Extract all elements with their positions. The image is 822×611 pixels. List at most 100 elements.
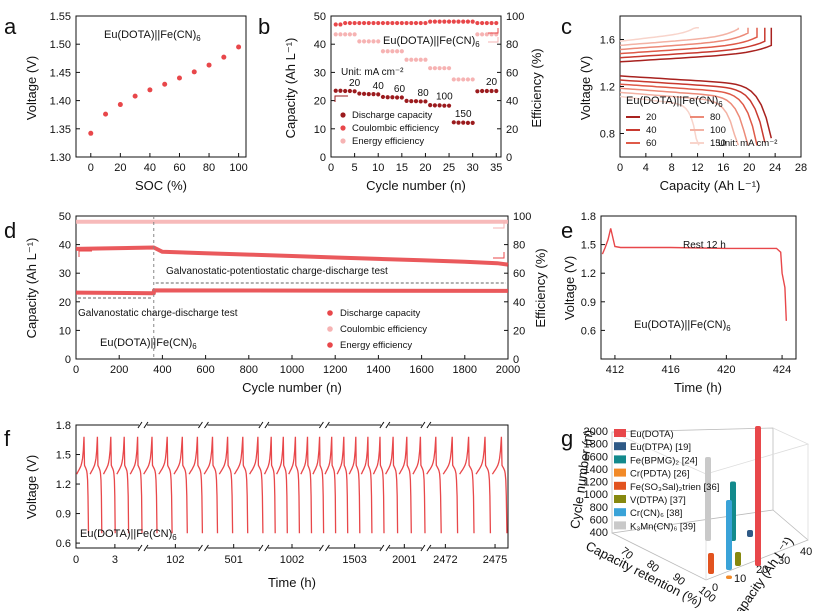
panel-g-y-tick-label: 40 bbox=[800, 546, 812, 558]
panel-b-y-tick-label: 20 bbox=[314, 96, 326, 108]
panel-c-x-tick-label: 28 bbox=[795, 162, 807, 174]
panel-b-point bbox=[494, 88, 499, 94]
panel-f-cycle-curve bbox=[385, 436, 399, 534]
panel-f-axis-break bbox=[258, 544, 264, 552]
panel-b-y2label: Efficiency (%) bbox=[529, 48, 544, 127]
panel-b-point bbox=[423, 99, 428, 104]
panel-d-x-tick-label: 2000 bbox=[496, 364, 520, 376]
panel-b-y2-tick-label: 60 bbox=[506, 67, 518, 79]
panel-f-cycle-curve bbox=[249, 436, 264, 534]
panel-b-point bbox=[343, 88, 348, 94]
panel-b-x-tick-label: 10 bbox=[372, 162, 384, 174]
panel-b-point bbox=[376, 39, 381, 44]
panel-g-legend-swatch bbox=[614, 442, 626, 451]
panel-f-x-tick-label: 0 bbox=[73, 554, 79, 566]
panel-b-point bbox=[347, 20, 352, 26]
panel-b-point bbox=[347, 88, 352, 94]
panel-f-cycle-curve bbox=[263, 436, 276, 534]
panel-c-curve-discharge bbox=[619, 75, 773, 139]
panel-a-point bbox=[176, 75, 182, 81]
panel-b-point bbox=[465, 19, 471, 24]
panel-d-ylabel: Capacity (Ah L⁻¹) bbox=[24, 238, 39, 339]
panel-label-g: g bbox=[561, 426, 573, 451]
panel-b-point bbox=[461, 77, 466, 82]
panel-f-axis-break bbox=[318, 544, 324, 552]
panel-d-y2-tick-label: 40 bbox=[513, 297, 525, 309]
panel-d-y2-tick-label: 0 bbox=[513, 354, 519, 366]
panel-d-right-arrow bbox=[493, 222, 505, 229]
panel-b-point bbox=[366, 39, 371, 44]
panel-e-x-tick-label: 412 bbox=[606, 364, 624, 376]
panel-b-point bbox=[409, 99, 414, 104]
panel-g-z-tick-label: 1600 bbox=[584, 451, 608, 463]
panel-e-x-tick-label: 424 bbox=[773, 364, 791, 376]
panel-f-axis-break bbox=[198, 544, 203, 552]
panel-b-point bbox=[390, 20, 395, 26]
panel-a-xlabel: SOC (%) bbox=[135, 178, 187, 193]
panel-d-y2label: Efficiency (%) bbox=[533, 248, 548, 327]
panel-d-y2-tick-label: 80 bbox=[513, 240, 525, 252]
panel-f-cycle-curve bbox=[203, 436, 219, 534]
panel-a-point bbox=[132, 93, 138, 99]
panel-d-legend-marker bbox=[327, 310, 333, 316]
panel-a-point bbox=[236, 44, 242, 50]
panel-d-y-tick-label: 40 bbox=[59, 240, 71, 252]
panel-d-x-tick-label: 1600 bbox=[409, 364, 433, 376]
panel-b-point bbox=[470, 77, 475, 82]
panel-b-point bbox=[428, 19, 433, 24]
panel-b-point bbox=[395, 95, 400, 100]
panel-f-cycle-curve bbox=[143, 436, 158, 534]
panel-d-y2-tick-label: 20 bbox=[513, 325, 525, 337]
panel-b-point bbox=[371, 92, 376, 97]
panel-g-legend-label: Cr(CN)₆ [38] bbox=[630, 508, 682, 519]
panel-g-legend-label: K₃Mn(CN)₆ [39] bbox=[630, 521, 696, 532]
panel-a-point bbox=[117, 102, 123, 108]
panel-b-point bbox=[432, 66, 437, 71]
panel-c-x-tick-label: 0 bbox=[617, 162, 623, 174]
panel-b-point bbox=[484, 32, 489, 37]
panel-b-point bbox=[437, 19, 442, 24]
panel-g-legend-swatch bbox=[614, 508, 626, 517]
panel-b-point bbox=[352, 20, 357, 26]
panel-b-frame bbox=[330, 15, 502, 158]
panel-a-y-tick-label: 1.30 bbox=[50, 152, 71, 164]
panel-f-cycle-curve bbox=[233, 436, 249, 534]
panel-f-ylabel: Voltage (V) bbox=[24, 455, 39, 519]
panel-a-point bbox=[191, 69, 197, 75]
panel-d-test-label-2: Galvanostatic-potentiostatic charge-disc… bbox=[166, 266, 388, 277]
panel-g-legend-label: Eu(DOTA) bbox=[630, 429, 674, 440]
panel-g-bar bbox=[708, 553, 714, 574]
panel-b-legend-marker bbox=[340, 138, 346, 144]
panel-b-legend-label: Coulombic efficiency bbox=[352, 123, 439, 134]
panel-b-point bbox=[470, 19, 475, 24]
panel-f-cycle-curve bbox=[89, 436, 103, 534]
panel-c-legend-label: 150 bbox=[710, 138, 726, 149]
panel-b-point bbox=[446, 103, 452, 108]
panel-f-cycle-curve bbox=[158, 436, 173, 534]
panel-b-x-tick-label: 35 bbox=[490, 162, 502, 174]
panel-f-y-tick-label: 1.8 bbox=[56, 420, 71, 432]
panel-b-point bbox=[347, 32, 352, 37]
panel-f-axis-break bbox=[379, 421, 385, 429]
panel-d-test-label-1: Galvanostatic charge-discharge test bbox=[78, 308, 238, 319]
panel-b-point bbox=[404, 57, 409, 62]
panel-a-annotation: Eu(DOTA)||Fe(CN)6 bbox=[104, 29, 201, 43]
panel-g-z-tick-label: 400 bbox=[590, 527, 608, 539]
panel-g-z-tick-label: 1800 bbox=[584, 439, 608, 451]
panel-f-break-mask bbox=[320, 422, 329, 428]
panel-f-cycle-curve bbox=[288, 436, 301, 534]
panel-a-x-tick-label: 100 bbox=[229, 162, 247, 174]
panel-f-axis-break bbox=[426, 421, 432, 429]
panel-label-a: a bbox=[4, 14, 17, 39]
panel-b-x-tick-label: 20 bbox=[419, 162, 431, 174]
panel-c-curve-charge bbox=[619, 27, 749, 51]
panel-b-y-tick-label: 10 bbox=[314, 124, 326, 136]
panel-f-break-mask bbox=[380, 545, 389, 551]
panel-c-curve-charge bbox=[619, 27, 758, 55]
panel-label-b: b bbox=[258, 14, 270, 39]
panel-d-x-tick-label: 600 bbox=[196, 364, 214, 376]
panel-g-y-tick-label: 20 bbox=[756, 564, 768, 576]
panel-f-x-tick-label: 501 bbox=[225, 554, 243, 566]
panel-a-point bbox=[88, 130, 94, 136]
panel-b-point bbox=[385, 95, 390, 100]
